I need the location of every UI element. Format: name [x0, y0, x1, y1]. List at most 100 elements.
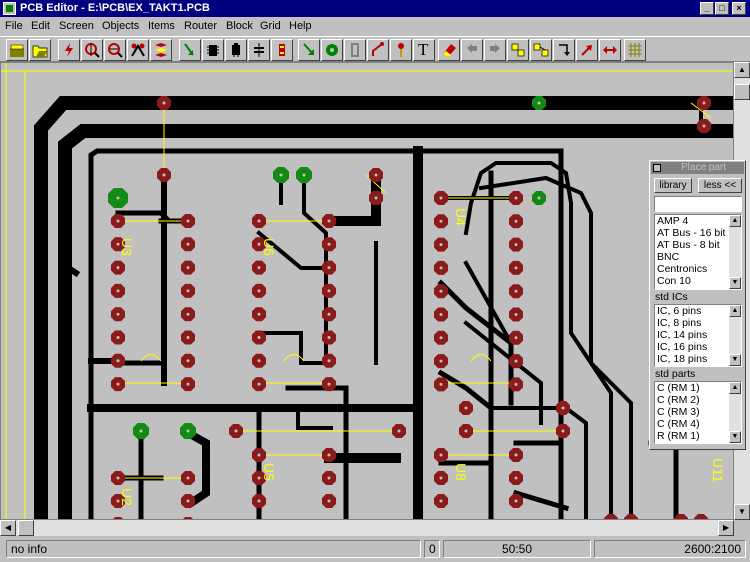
- redo-icon[interactable]: [484, 39, 506, 61]
- block-flip-icon[interactable]: [576, 39, 598, 61]
- resistor-icon[interactable]: [248, 39, 270, 61]
- text-tool-icon[interactable]: T: [413, 39, 435, 61]
- list-scroll-up-icon[interactable]: ▲: [729, 382, 741, 394]
- pad-hole: [561, 429, 565, 433]
- library-list[interactable]: AMP 4 AT Bus - 16 bit AT Bus - 8 bit BNC…: [654, 214, 742, 290]
- list-item[interactable]: AT Bus - 16 bit: [657, 227, 726, 239]
- via-icon[interactable]: [321, 39, 343, 61]
- list-item[interactable]: IC, 6 pins: [657, 305, 702, 317]
- part-search-input[interactable]: [654, 196, 742, 212]
- menu-screen[interactable]: Screen: [59, 20, 94, 32]
- pad[interactable]: [674, 514, 688, 520]
- block-copy-icon[interactable]: [507, 39, 529, 61]
- horizontal-scrollbar[interactable]: ◀ ▶: [0, 520, 734, 536]
- autoroute-icon[interactable]: [127, 39, 149, 61]
- scroll-right-icon[interactable]: ▶: [718, 520, 734, 536]
- maximize-button[interactable]: □: [715, 2, 729, 15]
- menu-objects[interactable]: Objects: [102, 20, 140, 32]
- library-list-scrollbar[interactable]: ▲ ▼: [729, 215, 741, 289]
- list-item[interactable]: Centronics: [657, 263, 708, 275]
- list-item[interactable]: C (RM 1): [657, 382, 700, 394]
- vertical-scroll-thumb[interactable]: [734, 84, 750, 100]
- list-item[interactable]: AT Bus - 8 bit: [657, 239, 720, 251]
- menu-help[interactable]: Help: [289, 20, 312, 32]
- std-parts-list[interactable]: C (RM 1) C (RM 2) C (RM 3) C (RM 4) R (R…: [654, 381, 742, 444]
- pad-icon[interactable]: [344, 39, 366, 61]
- list-item[interactable]: C (RM 4): [657, 418, 700, 430]
- pad-hole: [327, 359, 331, 363]
- pcb-board[interactable]: U3 U6 U4 U2 U5 U8 U11: [1, 63, 734, 520]
- minimize-button[interactable]: _: [700, 2, 714, 15]
- menu-router[interactable]: Router: [184, 20, 218, 32]
- list-scroll-down-icon[interactable]: ▼: [729, 431, 741, 443]
- label-u5: U5: [261, 463, 277, 481]
- std-ics-list-scrollbar[interactable]: ▲ ▼: [729, 305, 741, 366]
- component-icon[interactable]: [202, 39, 224, 61]
- grid-icon[interactable]: [624, 39, 646, 61]
- new-file-icon[interactable]: [6, 39, 28, 61]
- pad-hole: [186, 382, 190, 386]
- pad-hole: [374, 173, 378, 177]
- arrow-select-icon[interactable]: [298, 39, 320, 61]
- list-item[interactable]: IC, 14 pins: [657, 329, 708, 341]
- app-icon[interactable]: [3, 2, 16, 15]
- list-scroll-up-icon[interactable]: ▲: [729, 215, 741, 227]
- list-item[interactable]: AMP 4: [657, 215, 689, 227]
- pin-icon[interactable]: [390, 39, 412, 61]
- pad-hole: [561, 406, 565, 410]
- flash-icon[interactable]: [58, 39, 80, 61]
- close-button[interactable]: ×: [732, 2, 746, 15]
- open-folder-icon[interactable]: [29, 39, 51, 61]
- std-ics-list[interactable]: IC, 6 pins IC, 8 pins IC, 14 pins IC, 16…: [654, 304, 742, 367]
- menu-block[interactable]: Block: [226, 20, 253, 32]
- list-item[interactable]: C (RM 2): [657, 394, 700, 406]
- list-item[interactable]: R (RM 1): [657, 430, 700, 442]
- library-button[interactable]: library: [654, 178, 692, 193]
- list-item[interactable]: BNC: [657, 251, 680, 263]
- list-scroll-down-icon[interactable]: ▼: [729, 354, 741, 366]
- layer-switch-icon[interactable]: [150, 39, 172, 61]
- list-item[interactable]: IC, 8 pins: [657, 317, 702, 329]
- pad-group: [111, 96, 711, 520]
- place-part-icon[interactable]: [179, 39, 201, 61]
- menu-grid[interactable]: Grid: [260, 20, 281, 32]
- panel-close-icon[interactable]: [653, 164, 661, 172]
- less-button[interactable]: less <<: [698, 178, 742, 193]
- zoom-out-icon[interactable]: [104, 39, 126, 61]
- via-hole: [537, 196, 541, 200]
- place-part-titlebar[interactable]: Place part: [651, 162, 744, 174]
- track-icon[interactable]: [367, 39, 389, 61]
- scroll-up-icon[interactable]: ▲: [734, 62, 750, 78]
- block-rotate-icon[interactable]: [553, 39, 575, 61]
- eraser-icon[interactable]: [438, 39, 460, 61]
- list-item[interactable]: IC, 16 pins: [657, 341, 708, 353]
- block-mirror-icon[interactable]: [599, 39, 621, 61]
- menu-edit[interactable]: Edit: [31, 20, 50, 32]
- pad[interactable]: [624, 514, 638, 520]
- pad[interactable]: [604, 514, 618, 520]
- list-item[interactable]: C (RM 3): [657, 406, 700, 418]
- list-scroll-up-icon[interactable]: ▲: [729, 305, 741, 317]
- list-item[interactable]: Con 10: [657, 275, 691, 287]
- pad-hole: [257, 382, 261, 386]
- horizontal-scroll-thumb[interactable]: [18, 520, 34, 536]
- zoom-in-icon[interactable]: [81, 39, 103, 61]
- pad[interactable]: [694, 514, 708, 520]
- pad-hole: [257, 476, 261, 480]
- menu-file[interactable]: File: [5, 20, 23, 32]
- pad-hole: [162, 173, 166, 177]
- menu-bar: File Edit Screen Objects Items Router Bl…: [0, 18, 750, 35]
- scroll-down-icon[interactable]: ▼: [734, 504, 750, 520]
- undo-icon[interactable]: [461, 39, 483, 61]
- menu-items[interactable]: Items: [148, 20, 175, 32]
- capacitor-icon[interactable]: [225, 39, 247, 61]
- list-scroll-down-icon[interactable]: ▼: [729, 277, 741, 289]
- pcb-canvas[interactable]: U3 U6 U4 U2 U5 U8 U11: [0, 62, 734, 520]
- list-item[interactable]: IC, 18 pins: [657, 353, 708, 365]
- block-move-icon[interactable]: [530, 39, 552, 61]
- pad[interactable]: [181, 517, 195, 520]
- std-parts-list-scrollbar[interactable]: ▲ ▼: [729, 382, 741, 443]
- pad[interactable]: [111, 517, 125, 520]
- pin-header-icon[interactable]: [271, 39, 293, 61]
- scroll-left-icon[interactable]: ◀: [0, 520, 16, 536]
